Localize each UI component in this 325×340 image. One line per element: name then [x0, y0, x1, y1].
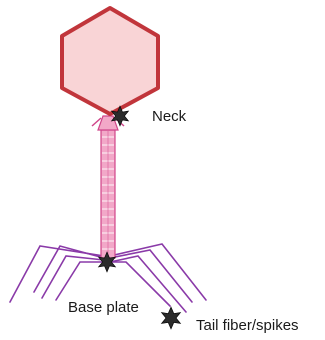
tail-fiber-left-2 [34, 246, 104, 292]
tail-fiber-left-4 [56, 262, 104, 300]
capsid-head [62, 8, 158, 114]
base-plate-label: Base plate [68, 300, 139, 315]
neck-label: Neck [152, 109, 186, 124]
tail-fiber-label: Tail fiber/spikes [196, 318, 299, 333]
tail-fiber-right-1 [110, 244, 206, 300]
star-icon [162, 307, 181, 329]
tail-sheath [101, 130, 115, 258]
tail-fiber-right-2 [110, 250, 192, 302]
